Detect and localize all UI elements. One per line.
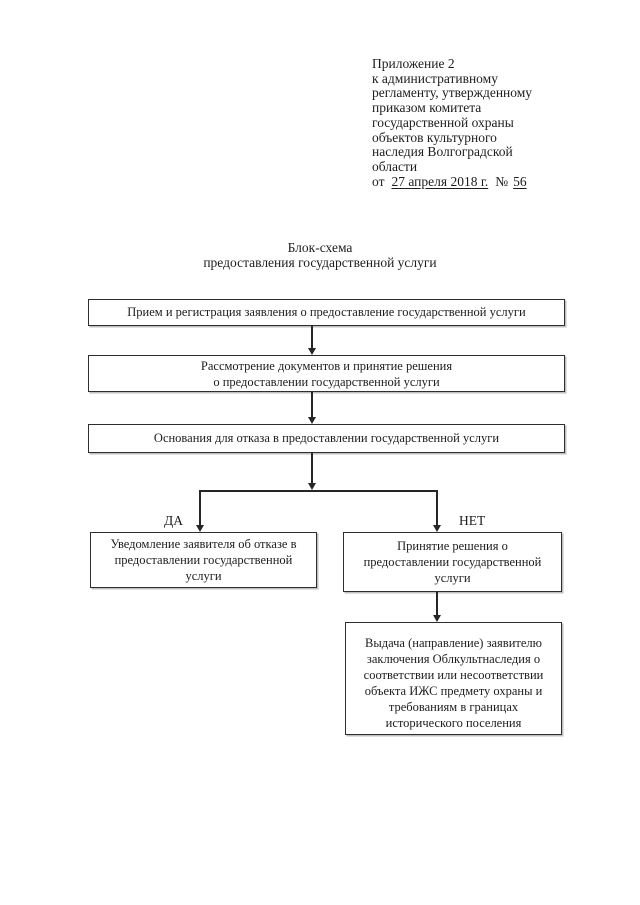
appendix-header-line: Приложение 2 xyxy=(372,56,455,71)
flowchart-box-issuance-line: соответствии или несоответствии xyxy=(363,668,544,682)
connector-line-3 xyxy=(311,453,313,483)
flowchart-box-refusal-notice-line: Уведомление заявителя об отказе в xyxy=(110,537,297,551)
arrow-down-icon xyxy=(307,483,316,490)
branch-line-no xyxy=(436,490,438,525)
arrow-down-icon xyxy=(307,348,316,355)
branch-label-yes: ДА xyxy=(164,513,183,528)
diagram-title-line1: Блок-схема xyxy=(287,240,353,255)
appendix-header-line: к административному xyxy=(372,70,498,86)
appendix-header-line: государственной охраны xyxy=(372,114,514,130)
date-prefix: от xyxy=(372,173,385,189)
appendix-header-line: объектов культурного xyxy=(372,129,497,145)
flowchart-box-review-line: Рассмотрение документов и принятие решен… xyxy=(200,358,453,373)
branch-line-yes xyxy=(199,490,201,525)
approval-date: 27 апреля 2018 г. xyxy=(391,173,489,189)
arrow-down-icon xyxy=(195,525,204,532)
flowchart-box-refusal-grounds-label: Основания для отказа в предоставлении го… xyxy=(153,431,500,445)
arrow-down-icon xyxy=(432,615,441,622)
appendix-header-line: наследия Волгоградской xyxy=(372,144,513,160)
flowchart-box-decision-line: услуги xyxy=(434,571,471,585)
connector-line-4 xyxy=(436,592,438,615)
connector-line-1 xyxy=(311,326,313,348)
appendix-header-line: области xyxy=(372,158,418,174)
diagram-title-line2: предоставления государственной услуги xyxy=(203,254,437,270)
connector-line-2 xyxy=(311,392,313,417)
document-number: 56 xyxy=(513,173,527,189)
flowchart-box-reception-label: Прием и регистрация заявления о предоста… xyxy=(127,305,526,319)
appendix-header-line: регламенту, утвержденному xyxy=(372,85,533,101)
flowchart-box-review-line: о предоставлении государственной услуги xyxy=(213,374,440,389)
arrow-down-icon xyxy=(432,525,441,532)
flowchart-box-refusal-notice-line: предоставлении государственной xyxy=(114,553,293,567)
flowchart-box-issuance-line: исторического поселения xyxy=(385,716,522,730)
flowchart-box-issuance-line: Выдача (направление) заявителю xyxy=(365,636,542,650)
flowchart-box-issuance: Выдача (направление) заявителю заключени… xyxy=(345,622,562,735)
flowchart-box-review: Рассмотрение документов и принятие решен… xyxy=(88,355,565,392)
appendix-header-line: приказом комитета xyxy=(372,100,482,116)
appendix-header: Приложение 2 к административному регламе… xyxy=(372,56,582,190)
flowchart-box-decision: Принятие решения о предоставлении госуда… xyxy=(343,532,562,592)
flowchart-box-issuance-line: объекта ИЖС предмету охраны и xyxy=(364,684,543,698)
arrow-down-icon xyxy=(307,417,316,424)
flowchart-box-refusal-notice-line: услуги xyxy=(185,569,222,583)
flowchart-box-decision-line: предоставлении государственной xyxy=(363,555,542,569)
flowchart-box-issuance-line: заключения Облкультнаследия о xyxy=(366,652,541,666)
flowchart-box-issuance-line: требованиям в границах xyxy=(388,700,519,714)
flowchart-box-reception: Прием и регистрация заявления о предоста… xyxy=(88,299,565,326)
flowchart-box-refusal-notice: Уведомление заявителя об отказе в предос… xyxy=(90,532,317,588)
number-sign: № xyxy=(495,173,509,189)
flowchart-box-decision-line: Принятие решения о xyxy=(397,539,508,553)
branch-label-no: НЕТ xyxy=(459,513,486,528)
diagram-title: Блок-схема предоставления государственно… xyxy=(0,240,640,270)
flowchart-box-refusal-grounds: Основания для отказа в предоставлении го… xyxy=(88,424,565,453)
branch-horizontal-line xyxy=(199,490,438,492)
